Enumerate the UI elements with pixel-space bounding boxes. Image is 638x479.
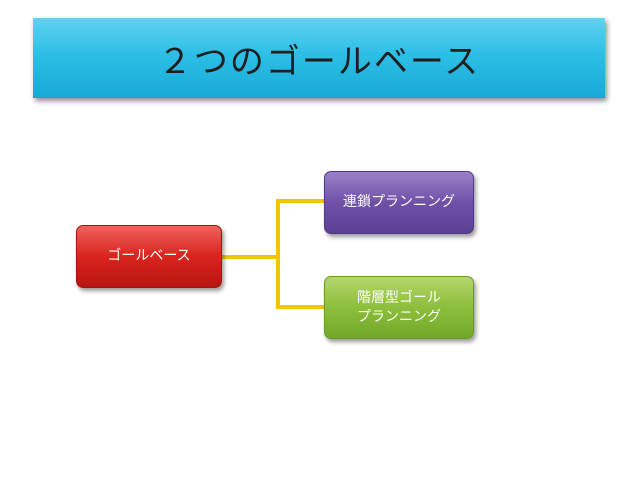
node-hierarchical-goal-planning: 階層型ゴール プランニング [324,276,474,339]
node-goal-base: ゴールベース [76,225,222,288]
node-chain-planning: 連鎖プランニング [324,171,474,234]
title-banner: ２つのゴールベース [33,18,605,98]
slide-title: ２つのゴールベース [157,41,481,82]
